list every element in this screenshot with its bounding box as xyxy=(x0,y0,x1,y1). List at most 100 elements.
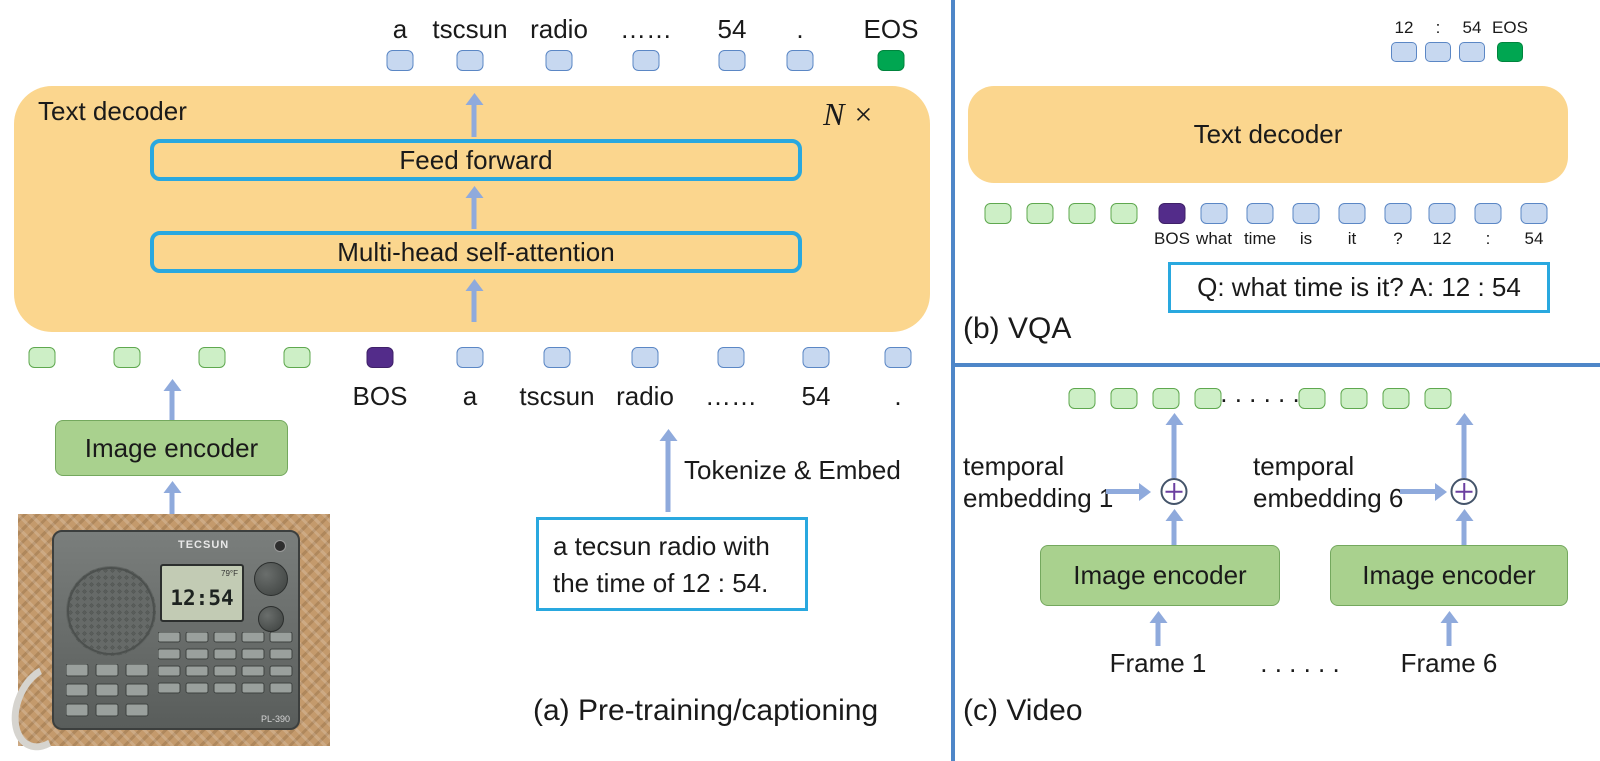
image-token xyxy=(198,347,226,368)
radio-lcd-time: 12:54 xyxy=(170,586,234,610)
radio-body: TECSUN 79°F 12:54 xyxy=(52,530,300,730)
up-arrow xyxy=(471,290,477,322)
up-arrow xyxy=(1446,622,1452,646)
radio-speaker xyxy=(66,566,156,656)
tokenize-embed-label: Tokenize & Embed xyxy=(684,455,901,485)
temporal-embedding-6-line: embedding 6 xyxy=(1253,483,1404,513)
image-token xyxy=(1424,388,1452,409)
radio-model-text: PL-390 xyxy=(260,714,290,724)
text-token xyxy=(1520,203,1548,224)
text-token xyxy=(1459,42,1485,62)
output-token-label: : xyxy=(1435,18,1441,37)
text-token xyxy=(545,50,573,71)
image-encoder-box: Image encoder xyxy=(1330,545,1568,606)
up-arrow xyxy=(169,390,175,420)
text-token xyxy=(1338,203,1366,224)
up-arrow xyxy=(1461,520,1467,545)
text-decoder-label: Text decoder xyxy=(38,96,187,126)
qa-text-box: Q: what time is it? A: 12 : 54 xyxy=(1168,262,1550,313)
input-token-label: tscsun xyxy=(519,381,595,411)
bos-token xyxy=(1158,203,1186,224)
image-token xyxy=(1068,388,1096,409)
output-token-label: …… xyxy=(620,14,672,44)
radio-knob xyxy=(258,606,284,632)
vertical-divider xyxy=(951,0,955,761)
radio-buttons xyxy=(158,632,293,694)
text-token xyxy=(802,347,830,368)
feed-forward-box: Feed forward xyxy=(150,139,802,181)
input-token-label: 54 xyxy=(801,381,831,411)
text-token xyxy=(786,50,814,71)
input-token-label: 12 xyxy=(1432,229,1452,248)
output-token-label: EOS xyxy=(1492,18,1528,37)
input-token-label: BOS xyxy=(352,381,408,411)
text-decoder-block: Text decoder N × Feed forward Multi-head… xyxy=(14,86,930,332)
eos-token xyxy=(1497,42,1523,62)
image-token xyxy=(984,203,1012,224)
text-token xyxy=(631,347,659,368)
right-arrow xyxy=(1400,489,1436,494)
panel-b-caption: (b) VQA xyxy=(963,312,1072,345)
up-arrow xyxy=(665,440,671,512)
image-token xyxy=(1152,388,1180,409)
eos-token xyxy=(877,50,905,71)
output-token-label: tscsun xyxy=(432,14,508,44)
text-token xyxy=(717,347,745,368)
bos-token xyxy=(366,347,394,368)
input-token-label: . xyxy=(894,381,902,411)
input-token-label: radio xyxy=(616,381,674,411)
image-encoder-box: Image encoder xyxy=(55,420,288,476)
radio-power-button xyxy=(274,540,286,552)
circled-plus-icon xyxy=(1450,478,1478,505)
frame-ellipsis: . . . . . . xyxy=(1260,648,1340,678)
temporal-embedding-1-line: temporal xyxy=(963,451,1065,481)
input-token-label: is xyxy=(1299,229,1313,248)
text-token xyxy=(884,347,912,368)
input-token-label: it xyxy=(1347,229,1357,248)
text-token xyxy=(1474,203,1502,224)
up-arrow xyxy=(471,104,477,137)
image-token xyxy=(1110,388,1138,409)
text-token xyxy=(1246,203,1274,224)
repeat-count-label: N × xyxy=(823,96,874,132)
up-arrow xyxy=(169,492,175,514)
input-token-label: time xyxy=(1243,229,1277,248)
text-token xyxy=(1200,203,1228,224)
caption-text-line: the time of 12 : 54. xyxy=(553,568,769,598)
input-token-label: : xyxy=(1485,229,1491,248)
text-token xyxy=(456,347,484,368)
output-token-label: a xyxy=(392,14,408,44)
output-token-label: 54 xyxy=(717,14,747,44)
caption-text-line: a tecsun radio with xyxy=(553,531,770,561)
up-arrow xyxy=(1155,622,1161,646)
image-token xyxy=(1026,203,1054,224)
image-token xyxy=(113,347,141,368)
text-token xyxy=(632,50,660,71)
up-arrow xyxy=(1461,424,1467,478)
frame-6-label: Frame 6 xyxy=(1400,648,1498,678)
up-arrow xyxy=(1171,520,1177,545)
text-token xyxy=(718,50,746,71)
text-token xyxy=(456,50,484,71)
text-token xyxy=(1425,42,1451,62)
radio-brand-text: TECSUN xyxy=(178,539,230,551)
temporal-embedding-1-line: embedding 1 xyxy=(963,483,1114,513)
image-token xyxy=(283,347,311,368)
image-encoder-box: Image encoder xyxy=(1040,545,1280,606)
panel-c-caption: (c) Video xyxy=(963,694,1083,727)
text-token xyxy=(1384,203,1412,224)
text-token xyxy=(1292,203,1320,224)
token-ellipsis: . . . . . . xyxy=(1220,378,1300,408)
text-token xyxy=(543,347,571,368)
image-token xyxy=(1340,388,1368,409)
right-arrow xyxy=(1106,489,1140,494)
image-token xyxy=(1382,388,1410,409)
radio-photo: TECSUN 79°F 12:54 xyxy=(0,514,330,761)
input-token-label: …… xyxy=(705,381,757,411)
radio-lcd-temp: 79°F xyxy=(221,569,238,578)
input-token-label: what xyxy=(1196,229,1232,248)
input-token-label: 54 xyxy=(1524,229,1544,248)
text-token xyxy=(1428,203,1456,224)
temporal-embedding-6-label: temporal embedding 6 xyxy=(1253,450,1403,514)
image-token xyxy=(1068,203,1096,224)
